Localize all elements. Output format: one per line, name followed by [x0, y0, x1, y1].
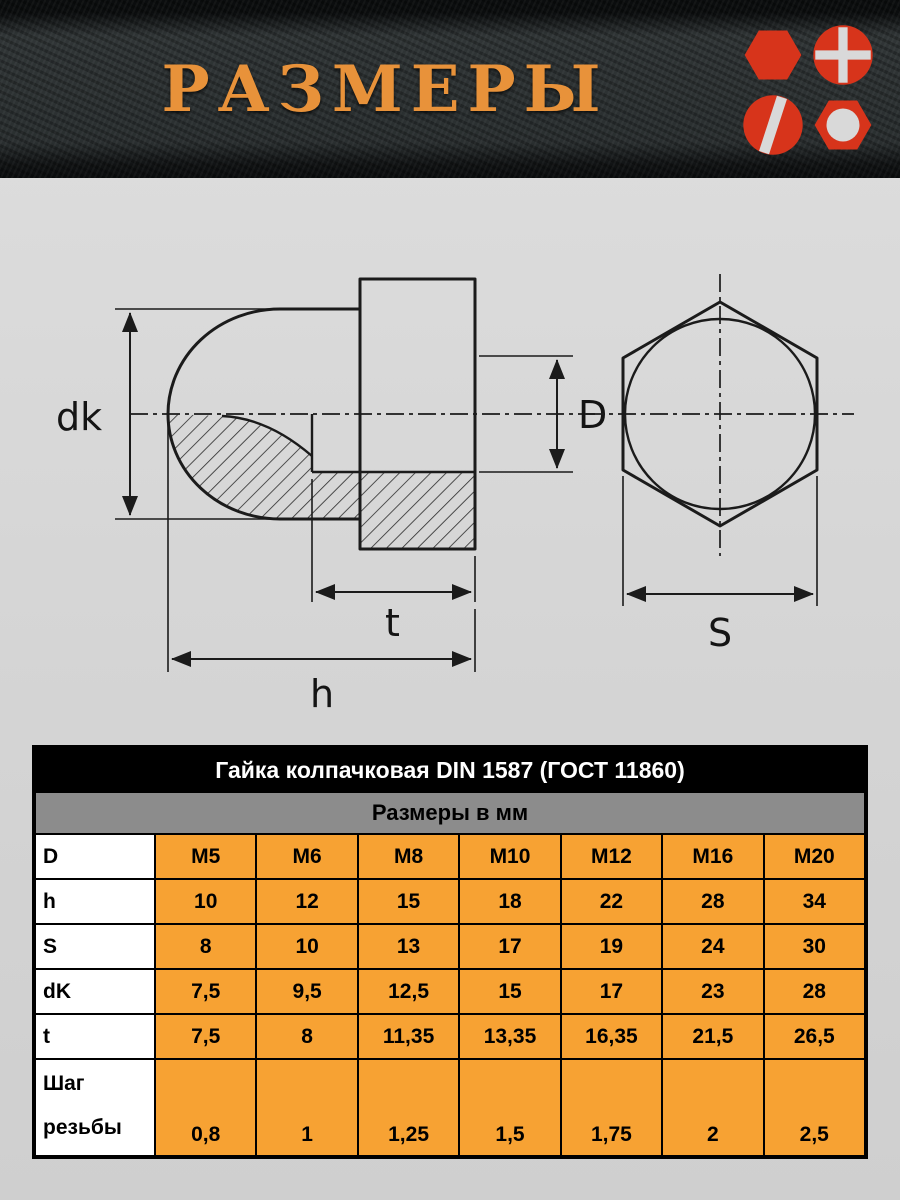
row-label-D: D — [35, 834, 155, 879]
cell-D-m5: M5 — [155, 834, 257, 879]
table-subtitle: Размеры в мм — [35, 792, 865, 834]
dim-label-dk: dk — [56, 395, 102, 439]
header-banner: РАЗМЕРЫ — [0, 0, 900, 178]
cell-S-m20: 30 — [763, 924, 865, 969]
cell-pitch-m12: 1,75 — [560, 1059, 663, 1156]
slotted-screw-icon — [740, 92, 806, 158]
cell-h-m8: 15 — [357, 879, 460, 924]
cell-S-m8: 13 — [357, 924, 460, 969]
cell-S-m16: 24 — [662, 924, 764, 969]
table-title: Гайка колпачковая DIN 1587 (ГОСТ 11860) — [35, 748, 865, 792]
cell-dK-m5: 7,5 — [155, 969, 257, 1014]
cell-pitch-m16: 2 — [662, 1059, 764, 1156]
row-label-S: S — [35, 924, 155, 969]
cell-h-m6: 12 — [256, 879, 358, 924]
cell-h-m5: 10 — [155, 879, 257, 924]
cell-D-m8: M8 — [357, 834, 460, 879]
cell-S-m5: 8 — [155, 924, 257, 969]
cell-S-m10: 17 — [459, 924, 561, 969]
cell-S-m12: 19 — [560, 924, 663, 969]
cell-dK-m8: 12,5 — [357, 969, 460, 1014]
row-label-dK: dK — [35, 969, 155, 1014]
cell-dK-m10: 15 — [459, 969, 561, 1014]
cell-dK-m16: 23 — [662, 969, 764, 1014]
drawing-svg: dk D t h — [56, 274, 854, 716]
cell-D-m20: M20 — [763, 834, 865, 879]
cell-t-m6: 8 — [256, 1014, 358, 1059]
row-label-thread-pitch: Шаг резьбы — [35, 1059, 155, 1156]
cell-t-m8: 11,35 — [357, 1014, 460, 1059]
dim-label-D: D — [578, 393, 607, 437]
cell-pitch-m20: 2,5 — [763, 1059, 865, 1156]
dim-label-h: h — [310, 672, 334, 716]
dim-label-t: t — [385, 601, 400, 645]
cell-pitch-m10: 1,5 — [459, 1059, 561, 1156]
row-label-h: h — [35, 879, 155, 924]
hex-nut-icon — [740, 22, 806, 88]
cell-h-m12: 22 — [560, 879, 663, 924]
cell-h-m20: 34 — [763, 879, 865, 924]
cap-nut-technical-drawing: dk D t h — [30, 204, 870, 729]
cell-D-m16: M16 — [662, 834, 764, 879]
dimensions-table: Гайка колпачковая DIN 1587 (ГОСТ 11860) … — [32, 745, 868, 1159]
cell-t-m16: 21,5 — [662, 1014, 764, 1059]
cell-pitch-m5: 0,8 — [155, 1059, 257, 1156]
side-view: dk D t h — [56, 277, 607, 716]
page-title: РАЗМЕРЫ — [161, 51, 609, 127]
hex-socket-icon — [810, 92, 876, 158]
cell-D-m12: M12 — [560, 834, 663, 879]
cell-h-m10: 18 — [459, 879, 561, 924]
top-view: S — [586, 274, 854, 655]
dim-label-S: S — [708, 611, 732, 655]
cell-t-m10: 13,35 — [459, 1014, 561, 1059]
cell-dK-m12: 17 — [560, 969, 663, 1014]
cell-dK-m6: 9,5 — [256, 969, 358, 1014]
table-grid: D M5 M6 M8 M10 M12 M16 M20 h 10 12 15 18… — [35, 834, 865, 1156]
cell-D-m6: M6 — [256, 834, 358, 879]
fastener-icons — [740, 22, 876, 158]
cell-t-m12: 16,35 — [560, 1014, 663, 1059]
cell-S-m6: 10 — [256, 924, 358, 969]
cell-dK-m20: 28 — [763, 969, 865, 1014]
cell-pitch-m6: 1 — [256, 1059, 358, 1156]
cell-D-m10: M10 — [459, 834, 561, 879]
phillips-screw-icon — [810, 22, 876, 88]
row-label-t: t — [35, 1014, 155, 1059]
cell-h-m16: 28 — [662, 879, 764, 924]
cell-t-m20: 26,5 — [763, 1014, 865, 1059]
cell-t-m5: 7,5 — [155, 1014, 257, 1059]
cell-pitch-m8: 1,25 — [357, 1059, 460, 1156]
